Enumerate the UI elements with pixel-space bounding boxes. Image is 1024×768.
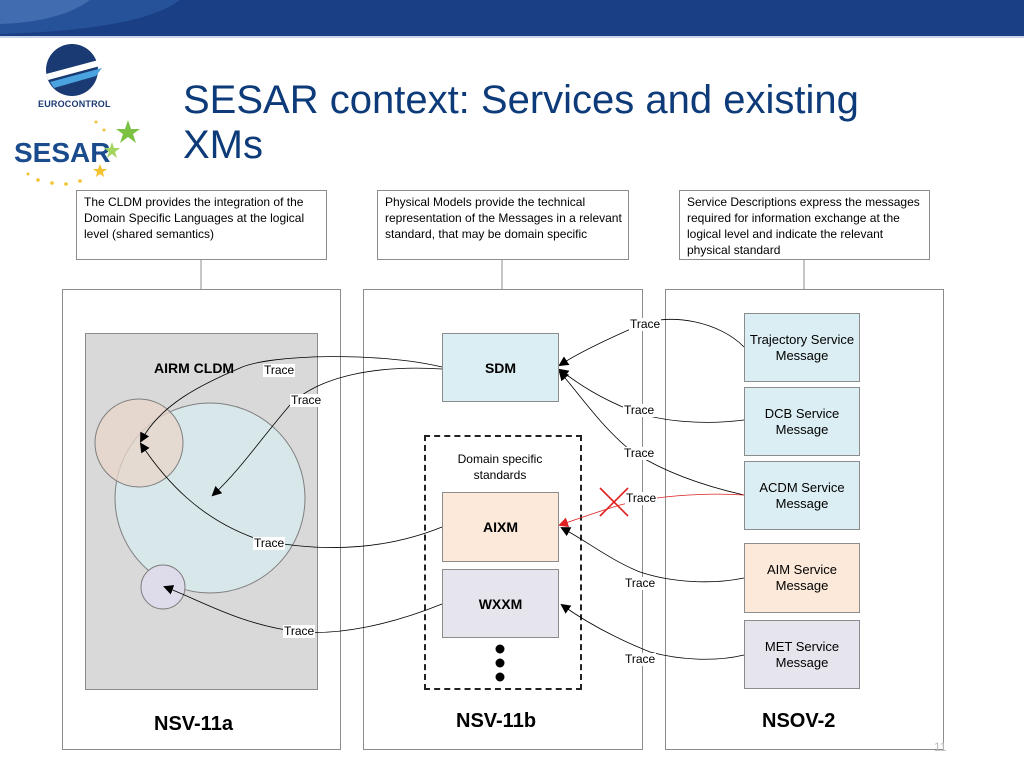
wxxm-box: WXXM (442, 569, 559, 638)
met-service-box: MET Service Message (744, 620, 860, 689)
wxxm-label: WXXM (478, 595, 523, 612)
sdm-label: SDM (484, 359, 517, 376)
aixm-box: AIXM (442, 492, 559, 562)
ellipsis-dot-icon (495, 658, 505, 668)
trace-label: Trace (290, 393, 323, 407)
aim-service-label: AIM Service Message (766, 562, 838, 593)
trajectory-service-box: Trajectory Service Message (744, 313, 860, 382)
note-service-descriptions: Service Descriptions express the message… (679, 190, 930, 260)
trace-label: Trace (253, 536, 286, 550)
trace-label: Trace (283, 624, 316, 638)
trace-label: Trace (623, 403, 656, 417)
met-service-label: MET Service Message (764, 638, 840, 670)
sesar-logo-icon: SESAR (14, 120, 140, 186)
domain-specific-standards-group (424, 435, 582, 690)
trace-label: Trace (624, 576, 657, 590)
trace-sdm-to-cldm-1 (140, 356, 443, 443)
trace-label: Trace (624, 652, 657, 666)
note-physical-models: Physical Models provide the technical re… (377, 190, 629, 260)
trace-aim-to-aixm (560, 527, 745, 583)
page-title-line1: SESAR context: Services and existing (183, 78, 859, 122)
acdm-service-label: ACDM Service Message (759, 479, 845, 511)
svg-text:SESAR: SESAR (14, 137, 110, 168)
domain-specific-label: Domain specific standards (457, 452, 543, 482)
trace-acdm-to-sdm (558, 370, 745, 496)
trace-label: Trace (263, 363, 296, 377)
panel-title-nsov-2: NSOV-2 (762, 710, 836, 732)
page-number: 11 (934, 740, 947, 754)
panel-title-nsv-11a: NSV-11a (154, 713, 233, 735)
trace-label: Trace (623, 446, 656, 460)
eurocontrol-logo-icon (46, 44, 106, 96)
trajectory-service-label: Trajectory Service Message (749, 331, 855, 363)
header-banner (0, 0, 1024, 38)
sdm-box: SDM (442, 333, 559, 402)
trace-label: Trace (625, 491, 658, 505)
cldm-wxxm-circle (140, 564, 186, 610)
ellipsis-dot-icon (495, 672, 505, 682)
note-cldm: The CLDM provides the integration of the… (76, 190, 327, 260)
cldm-aixm-circle (94, 398, 184, 488)
aixm-label: AIXM (483, 519, 518, 535)
aim-service-box: AIM Service Message (744, 543, 860, 613)
eurocontrol-logo-text: EUROCONTROL (38, 99, 111, 109)
panel-title-nsv-11b: NSV-11b (456, 710, 537, 732)
ellipsis-dot-icon (495, 644, 505, 654)
dcb-service-box: DCB Service Message (744, 387, 860, 456)
trace-label: Trace (629, 317, 662, 331)
page-title-line2: XMs (183, 123, 263, 167)
page-title: SESAR context: Services and existing XMs (183, 78, 943, 168)
trace-met-to-wxxm (560, 603, 745, 660)
airm-cldm-label: AIRM CLDM (154, 360, 235, 376)
acdm-service-box: ACDM Service Message (744, 461, 860, 530)
dcb-service-label: DCB Service Message (764, 405, 840, 437)
